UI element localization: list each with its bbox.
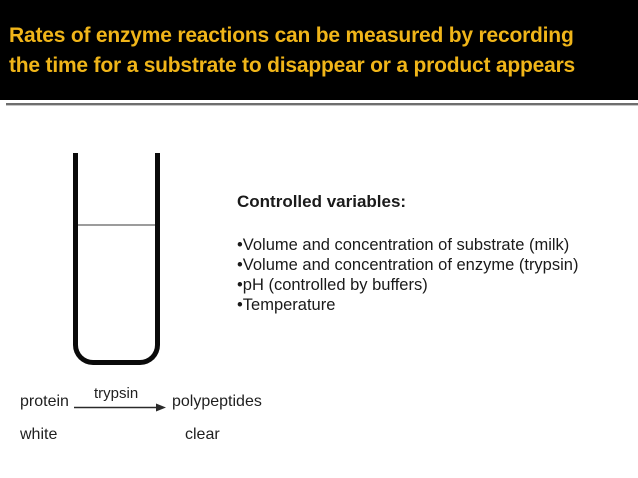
- list-item: •Temperature: [237, 296, 336, 314]
- test-tube-illustration: [73, 153, 160, 365]
- product-state-label: clear: [185, 426, 220, 443]
- reaction-product-label: polypeptides: [172, 393, 262, 410]
- reaction-enzyme-label: trypsin: [94, 385, 139, 402]
- liquid-level-line: [78, 224, 155, 226]
- reaction-arrow-icon: [74, 403, 166, 412]
- list-item: •Volume and concentration of substrate (…: [237, 236, 570, 254]
- title-line-2: the time for a substrate to disappear or…: [9, 54, 576, 77]
- list-item: •Volume and concentration of enzyme (try…: [237, 256, 579, 274]
- slide-header: Rates of enzyme reactions can be measure…: [0, 0, 638, 100]
- controlled-variables-heading: Controlled variables:: [237, 192, 407, 211]
- title-line-1: Rates of enzyme reactions can be measure…: [9, 24, 574, 47]
- substrate-state-label: white: [20, 426, 58, 443]
- slide-title: Rates of enzyme reactions can be measure…: [0, 0, 638, 81]
- controlled-variables-block: Controlled variables: •Volume and concen…: [237, 192, 578, 315]
- header-divider: [6, 103, 638, 106]
- list-item: •pH (controlled by buffers): [237, 276, 428, 294]
- reaction-substrate-label: protein: [20, 393, 69, 410]
